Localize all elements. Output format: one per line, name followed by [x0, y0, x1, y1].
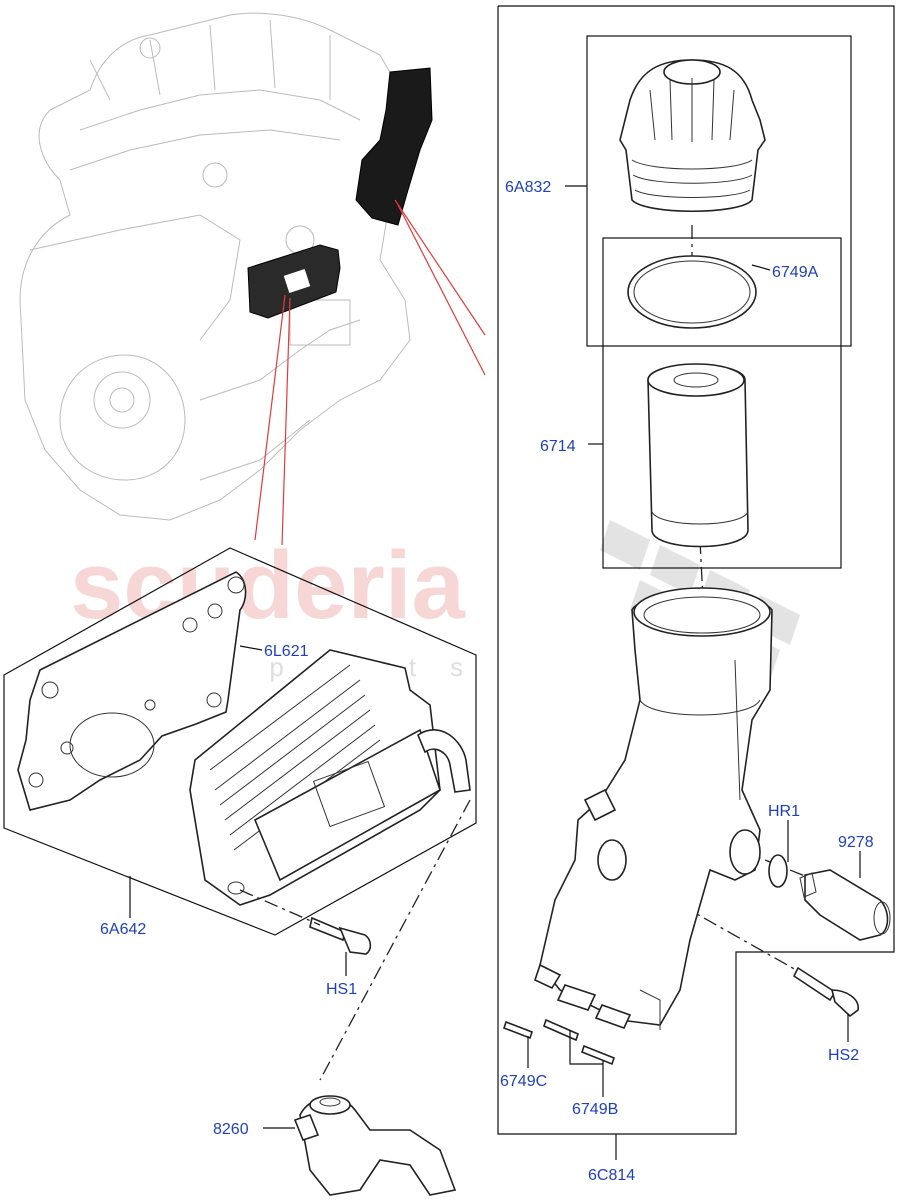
- engine-illustration: [19, 12, 433, 521]
- label-HR1: HR1: [768, 803, 800, 820]
- filter-housing-6C814: [534, 587, 773, 1030]
- filter-cap-6A832: [619, 59, 766, 213]
- filter-assembly-frame: [497, 5, 895, 1135]
- seal-HR1: [768, 854, 788, 888]
- red-leaders: [254, 199, 486, 546]
- o-ring-6749A: [627, 255, 757, 329]
- bolt-HS1: [309, 916, 372, 955]
- label-8260: 8260: [213, 1121, 249, 1138]
- bolt-HS2: [792, 966, 859, 1018]
- label-HS2: HS2: [828, 1047, 859, 1064]
- label-leaders: [129, 185, 861, 1160]
- label-6A642: 6A642: [100, 921, 146, 938]
- filter-element-6714: [647, 363, 749, 548]
- label-6749B: 6749B: [572, 1101, 618, 1118]
- label-6C814: 6C814: [588, 1167, 635, 1184]
- seal-6749C: [502, 1020, 534, 1040]
- label-9278: 9278: [838, 834, 874, 851]
- sensor-9278: [799, 869, 891, 941]
- label-6A832: 6A832: [505, 179, 551, 196]
- watermark-brand: scuderia: [70, 532, 465, 639]
- oil-cooler-6A642: [189, 649, 471, 906]
- filter-housing-highlight: [355, 67, 433, 226]
- label-6L621: 6L621: [264, 643, 309, 660]
- hose-8260: [293, 1095, 457, 1196]
- label-HS1: HS1: [326, 981, 357, 998]
- label-6714: 6714: [540, 438, 576, 455]
- seal-6749B: [543, 1018, 615, 1066]
- part-labels: 6A832 6749A 6714 6L621 6A642 HS1 HR1 927…: [100, 179, 874, 1184]
- label-6749C: 6749C: [500, 1073, 547, 1090]
- cooler-assembly-frame: [3, 547, 477, 936]
- label-6749A: 6749A: [772, 264, 819, 281]
- gasket-6L621: [17, 571, 247, 811]
